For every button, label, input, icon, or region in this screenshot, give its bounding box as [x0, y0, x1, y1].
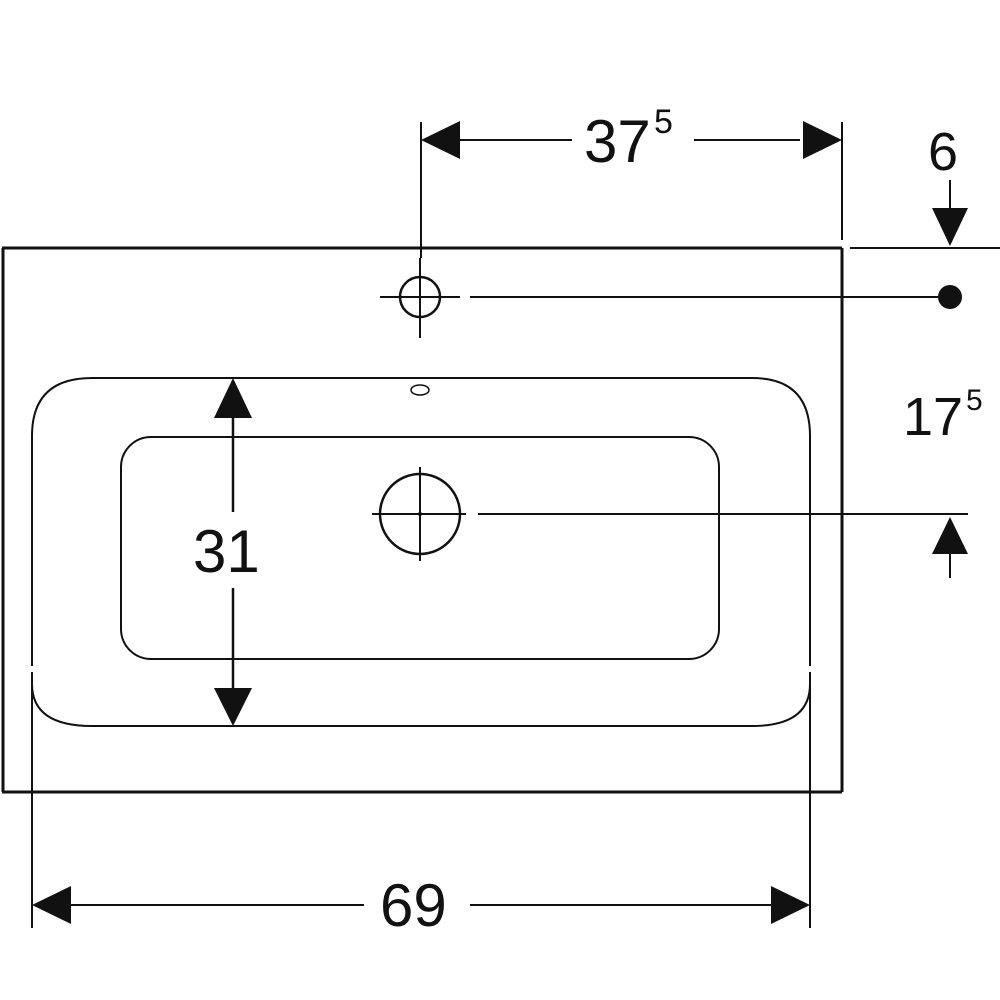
arrowhead-left — [421, 121, 460, 159]
tap-hole — [380, 258, 460, 338]
dim-tap-to-drain-sup: 5 — [966, 384, 983, 417]
arrowhead-down — [932, 208, 968, 246]
overflow-hole — [410, 384, 430, 396]
svg-text:17 5: 17 5 — [903, 384, 983, 447]
dim-tap-to-drain-main: 17 — [903, 387, 963, 447]
bowl-rim — [31, 377, 811, 727]
arrowhead-up — [214, 378, 252, 418]
arrowhead-up — [932, 517, 968, 554]
drain-hole — [372, 467, 466, 561]
dimension-total-width: 69 — [31, 672, 811, 939]
basin-outline — [1, 246, 844, 794]
dimension-bowl-depth: 31 — [193, 378, 260, 726]
bowl-inner — [120, 436, 720, 660]
dimension-back-to-tap: 6 — [850, 122, 1000, 249]
svg-text:37 5: 37 5 — [584, 103, 673, 175]
tap-centre-line — [470, 285, 962, 309]
dim-bowl-depth-main: 31 — [193, 518, 260, 585]
dim-total-width-main: 69 — [380, 872, 447, 939]
dim-tap-to-edge-main: 37 — [584, 108, 651, 175]
dim-back-to-tap-main: 6 — [928, 122, 958, 182]
arrowhead-right — [803, 121, 842, 159]
dimension-tap-to-drain: 17 5 — [478, 384, 983, 578]
arrowhead-down — [214, 688, 252, 726]
centre-dot — [938, 285, 962, 309]
arrowhead-right — [771, 886, 810, 924]
dim-tap-to-edge-sup: 5 — [654, 103, 673, 141]
arrowhead-left — [32, 886, 71, 924]
dimension-tap-to-edge: 37 5 — [420, 103, 843, 258]
